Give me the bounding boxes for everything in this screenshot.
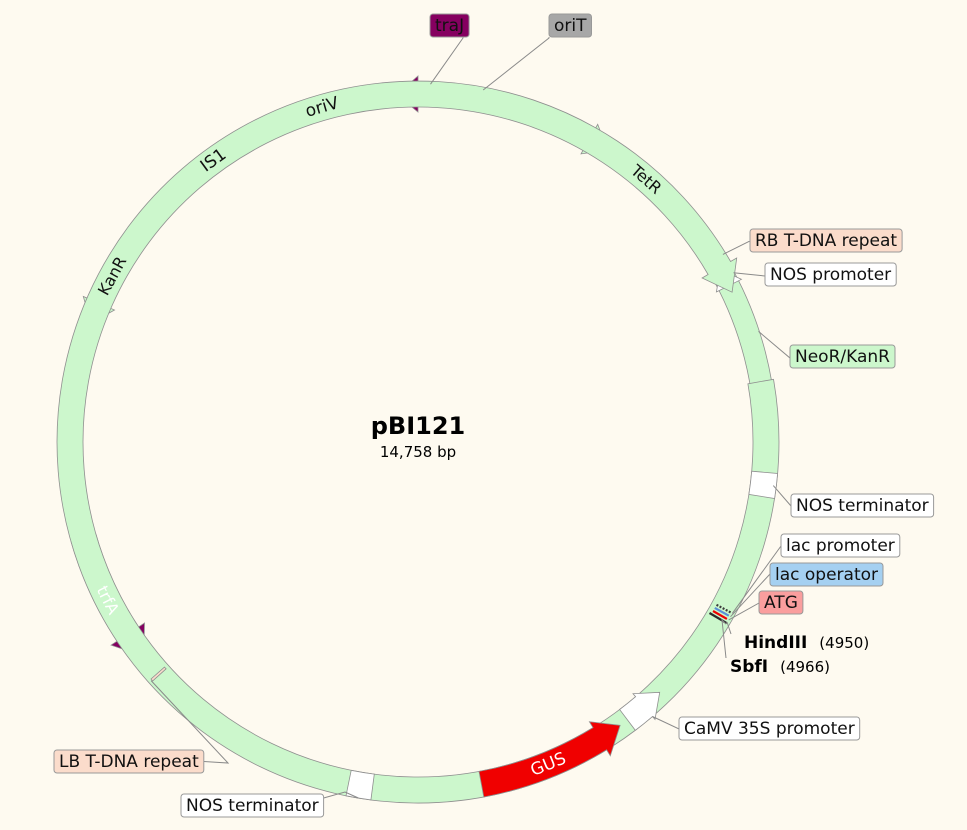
callout-box-lac-promoter: [780, 533, 901, 558]
site-sbfi[interactable]: SbfI (4966): [730, 657, 830, 677]
callout-nos-terminator-right[interactable]: NOS terminator: [790, 493, 935, 518]
leader-line-camv-35s: [652, 716, 680, 730]
callout-box-nos-promoter: [764, 262, 897, 287]
feature-lb-tdna[interactable]: [150, 666, 167, 682]
callout-nos-terminator-bottom[interactable]: NOS terminator: [180, 793, 325, 818]
feature-neor-kanr[interactable]: [56, 80, 780, 804]
leader-line-orit: [482, 37, 550, 91]
feature-gus[interactable]: [478, 721, 621, 798]
callout-text-nos-terminator-right: NOS terminator: [796, 496, 929, 516]
lac-operator-mark: [714, 606, 730, 617]
leader-line-sbfi: [721, 618, 727, 659]
leader-line-nos-promoter: [733, 272, 766, 277]
callout-text-lac-operator: lac operator: [775, 565, 878, 585]
callout-atg[interactable]: ATG: [758, 590, 804, 615]
callout-box-nos-terminator-right: [790, 493, 935, 518]
callout-text-lac-promoter: lac promoter: [786, 536, 895, 556]
callout-traj[interactable]: traJ: [429, 13, 470, 38]
callout-text-neor-kanr: NeoR/KanR: [795, 347, 890, 367]
plasmid-name: pBI121: [371, 412, 466, 440]
callout-nos-promoter[interactable]: NOS promoter: [764, 262, 897, 287]
feature-camv-35s[interactable]: [619, 691, 661, 731]
callout-text-nos-promoter: NOS promoter: [770, 265, 891, 285]
callout-text-atg: ATG: [764, 593, 798, 613]
callout-camv-35s[interactable]: CaMV 35S promoter: [678, 716, 861, 741]
leader-line-traj: [430, 37, 464, 85]
callout-box-atg: [758, 590, 804, 615]
leader-line-nos-terminator-bottom: [323, 791, 359, 799]
plasmid-size: 14,758 bp: [380, 443, 456, 461]
callout-text-rb-tdna: RB T-DNA repeat: [755, 231, 897, 251]
callout-lb-tdna[interactable]: LB T-DNA repeat: [53, 749, 205, 774]
callout-rb-tdna[interactable]: RB T-DNA repeat: [749, 228, 903, 253]
callout-box-neor-kanr: [789, 344, 896, 369]
leader-line-nos-terminator-right: [772, 485, 792, 508]
callout-box-nos-terminator-bottom: [180, 793, 325, 818]
callout-text-camv-35s: CaMV 35S promoter: [684, 719, 855, 739]
callout-neor-kanr[interactable]: NeoR/KanR: [789, 344, 896, 369]
callout-orit[interactable]: oriT: [548, 13, 592, 38]
callout-box-traj: [429, 13, 470, 38]
site-name-sbfi: SbfI: [730, 657, 768, 677]
leader-line-lb-tdna: [150, 680, 230, 764]
leader-line-hindiii: [726, 621, 732, 635]
site-hindiii[interactable]: HindIII (4950): [744, 633, 869, 653]
callout-text-nos-terminator-bottom: NOS terminator: [186, 796, 319, 816]
lac-promoter-mark: [715, 603, 732, 614]
callout-lac-promoter[interactable]: lac promoter: [780, 533, 901, 558]
callout-text-traj: traJ: [435, 16, 464, 36]
callout-box-rb-tdna: [749, 228, 903, 253]
callout-box-lac-operator: [769, 562, 884, 587]
feature-nos-terminator-right[interactable]: [748, 470, 779, 499]
callout-box-camv-35s: [678, 716, 861, 741]
callout-box-orit: [548, 13, 592, 38]
site-position-hindiii: (4950): [819, 634, 869, 652]
site-position-sbfi: (4966): [780, 658, 830, 676]
callout-text-orit: oriT: [554, 16, 587, 36]
callout-lac-operator[interactable]: lac operator: [769, 562, 884, 587]
callout-text-lb-tdna: LB T-DNA repeat: [59, 752, 199, 772]
site-name-hindiii: HindIII: [744, 633, 807, 653]
atg-mark: [712, 610, 728, 620]
callout-box-lb-tdna: [53, 749, 205, 774]
leader-line-rb-tdna: [722, 240, 751, 255]
feature-nos-terminator-bottom[interactable]: [345, 769, 375, 801]
